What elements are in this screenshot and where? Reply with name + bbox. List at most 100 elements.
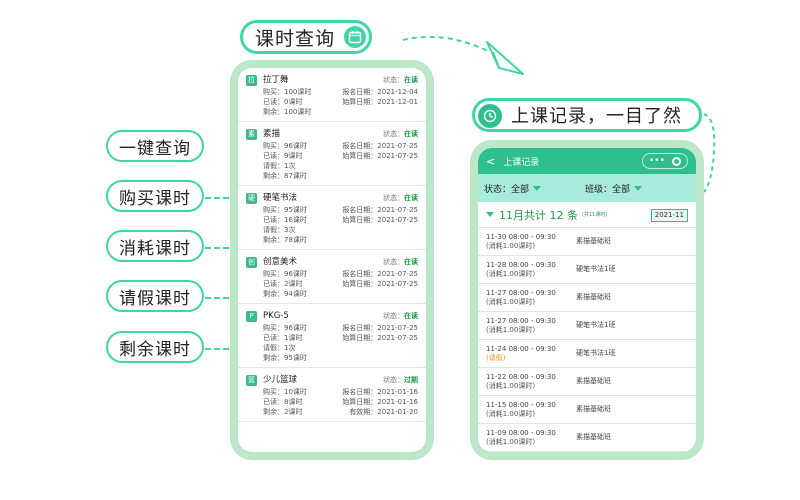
month-group-header[interactable]: 11月共计 12 条 (共11课时) 2021-11 xyxy=(478,202,696,228)
record-row[interactable]: 11-24 08:00 - 09:30(请假) 硬笔书法1班 xyxy=(478,340,696,368)
course-name: 硬笔书法 xyxy=(263,193,298,203)
course-enroll-date: 报名日期：2021-07-25 xyxy=(342,142,418,150)
mini-program-capsule[interactable]: ••• xyxy=(642,153,688,169)
course-name: 拉丁舞 xyxy=(263,75,289,85)
course-remaining: 剩余：95课时 xyxy=(263,354,307,362)
feature-one-click-query: 一键查询 xyxy=(106,130,204,162)
course-purchased: 购买：96课时 xyxy=(263,142,307,150)
course-remaining: 剩余：87课时 xyxy=(263,172,307,180)
course-card[interactable]: 创 创意美术 状态：在读 购买：96课时 已读：2课时 剩余：94课时 报名日期… xyxy=(238,250,426,304)
course-enroll-date: 报名日期：2021-01-16 xyxy=(342,388,418,396)
course-attended: 已读：0课时 xyxy=(263,98,303,106)
course-purchased: 购买：96课时 xyxy=(263,324,307,332)
connector-line xyxy=(205,348,229,350)
course-card[interactable]: 拉 拉丁舞 状态：在读 购买：100课时 已读：0课时 剩余：100课时 报名日… xyxy=(238,68,426,122)
course-enroll-date: 报名日期：2021-12-04 xyxy=(342,88,418,96)
calendar-icon xyxy=(344,26,366,48)
course-attended: 已读：8课时 xyxy=(263,398,303,406)
paper-plane-icon xyxy=(402,35,524,75)
course-card[interactable]: 硬 硬笔书法 状态：在读 购买：95课时 已读：16课时 请假：3次 剩余：78… xyxy=(238,186,426,250)
course-remaining: 剩余：100课时 xyxy=(263,108,312,116)
feature-purchased-hours: 购买课时 xyxy=(106,180,204,212)
filter-bar: 状态： 全部 班级： 全部 xyxy=(478,174,696,202)
course-card[interactable]: 篮 少儿篮球 状态：过期 购买：10课时 已读：8课时 剩余：2课时 报名日期：… xyxy=(238,368,426,422)
course-purchased: 购买：96课时 xyxy=(263,270,307,278)
course-status: 状态：在读 xyxy=(383,194,418,202)
class-record-screen: < 上课记录 ••• 状态： 全部 班级： 全部 11月共计 12 条 (共11… xyxy=(478,148,696,452)
connector-line xyxy=(703,113,716,193)
course-attended: 已读：9课时 xyxy=(263,152,303,160)
course-card[interactable]: P PKG-5 状态：在读 购买：96课时 已读：1课时 请假：1次 剩余：95… xyxy=(238,304,426,368)
course-badge: 创 xyxy=(246,256,257,268)
record-row[interactable]: 11-28 08:00 - 09:30(消耗1.00课时) 硬笔书法1班 xyxy=(478,256,696,284)
class-record-phone: < 上课记录 ••• 状态： 全部 班级： 全部 11月共计 12 条 (共11… xyxy=(470,140,704,460)
course-start-date: 始算日期：2021-01-16 xyxy=(342,398,418,406)
course-status: 状态：在读 xyxy=(383,312,418,320)
course-name: 创意美术 xyxy=(263,257,298,267)
course-attended: 已读：16课时 xyxy=(263,216,307,224)
course-badge: 素 xyxy=(246,128,257,140)
course-badge: 篮 xyxy=(246,374,257,386)
record-row[interactable]: 11-27 08:00 - 09:30(消耗1.00课时) 硬笔书法1班 xyxy=(478,312,696,340)
course-start-date: 始算日期：2021-07-25 xyxy=(342,334,418,342)
nav-bar: < 上课记录 ••• xyxy=(478,148,696,174)
back-icon[interactable]: < xyxy=(486,154,496,168)
course-remaining: 剩余：78课时 xyxy=(263,236,307,244)
feature-remaining-hours: 剩余课时 xyxy=(106,331,204,363)
chevron-down-icon xyxy=(533,185,542,191)
course-status: 状态：在读 xyxy=(383,258,418,266)
feature-consumed-hours: 消耗课时 xyxy=(106,230,204,262)
course-status: 状态：过期 xyxy=(383,376,418,384)
course-start-date: 始算日期：2021-07-25 xyxy=(342,152,418,160)
course-leave: 请假：1次 xyxy=(263,162,296,170)
chevron-down-icon xyxy=(486,212,494,217)
record-row[interactable]: 11-09 08:00 - 09:30(消耗1.00课时) 素描基础班 xyxy=(478,424,696,452)
course-attended: 已读：1课时 xyxy=(263,334,303,342)
class-record-title: 上课记录，一目了然 xyxy=(472,98,702,132)
course-purchased: 购买：100课时 xyxy=(263,88,312,96)
course-valid-date: 有效期：2021-01-20 xyxy=(349,408,418,416)
nav-title: 上课记录 xyxy=(503,157,540,168)
class-record-title-text: 上课记录，一目了然 xyxy=(511,106,682,127)
course-enroll-date: 报名日期：2021-07-25 xyxy=(342,206,418,214)
course-name: PKG-5 xyxy=(263,311,289,321)
course-enroll-date: 报名日期：2021-07-25 xyxy=(342,270,418,278)
course-start-date: 始算日期：2021-07-25 xyxy=(342,216,418,224)
chevron-down-icon xyxy=(634,185,643,191)
course-card[interactable]: 素 素描 状态：在读 购买：96课时 已读：9课时 请假：1次 剩余：87课时 … xyxy=(238,122,426,186)
course-leave: 请假：3次 xyxy=(263,226,296,234)
course-remaining: 剩余：2课时 xyxy=(263,408,303,416)
course-status: 状态：在读 xyxy=(383,130,418,138)
class-filter[interactable]: 班级： 全部 xyxy=(585,182,643,195)
connector-line xyxy=(205,297,229,299)
course-name: 素描 xyxy=(263,129,281,139)
course-list-screen: 拉 拉丁舞 状态：在读 购买：100课时 已读：0课时 剩余：100课时 报名日… xyxy=(238,68,426,452)
course-query-title: 课时查询 xyxy=(240,20,372,54)
record-row[interactable]: 11-22 08:00 - 09:30(消耗1.00课时) 素描基础班 xyxy=(478,368,696,396)
course-list-phone: 拉 拉丁舞 状态：在读 购买：100课时 已读：0课时 剩余：100课时 报名日… xyxy=(230,60,434,460)
month-title: 11月共计 12 条 xyxy=(499,208,578,222)
course-badge: 硬 xyxy=(246,192,257,204)
course-attended: 已读：2课时 xyxy=(263,280,303,288)
course-name: 少儿篮球 xyxy=(263,375,298,385)
course-badge: 拉 xyxy=(246,74,257,86)
clock-icon xyxy=(478,104,502,128)
feature-leave-hours: 请假课时 xyxy=(106,280,204,312)
connector-line xyxy=(205,197,229,199)
course-enroll-date: 报名日期：2021-07-25 xyxy=(342,324,418,332)
course-start-date: 始算日期：2021-07-25 xyxy=(342,280,418,288)
record-row[interactable]: 11-27 08:00 - 09:30(消耗1.00课时) 素描基础班 xyxy=(478,284,696,312)
course-badge: P xyxy=(246,310,257,322)
course-remaining: 剩余：94课时 xyxy=(263,290,307,298)
course-start-date: 始算日期：2021-12-01 xyxy=(342,98,418,106)
record-row[interactable]: 11-15 08:00 - 09:30(消耗1.00课时) 素描基础班 xyxy=(478,396,696,424)
course-purchased: 购买：10课时 xyxy=(263,388,307,396)
course-leave: 请假：1次 xyxy=(263,344,296,352)
close-icon[interactable] xyxy=(672,156,681,166)
status-filter[interactable]: 状态： 全部 xyxy=(484,182,542,195)
more-icon[interactable]: ••• xyxy=(649,156,665,166)
record-row[interactable]: 11-30 08:00 - 09:30(消耗1.00课时) 素描基础班 xyxy=(478,228,696,256)
month-picker[interactable]: 2021-11 xyxy=(650,209,688,222)
month-subtitle: (共11课时) xyxy=(582,212,608,218)
connector-line xyxy=(205,247,229,249)
